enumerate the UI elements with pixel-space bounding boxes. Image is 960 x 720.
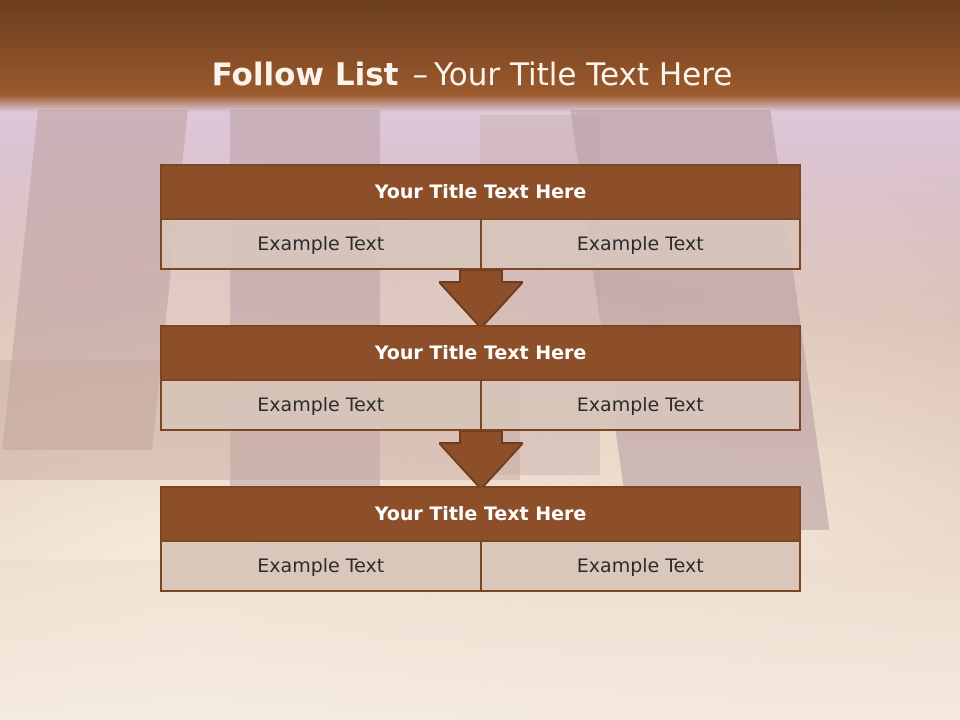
block-title: Your Title Text Here (160, 325, 801, 381)
title-dash: – (412, 57, 428, 93)
list-block-1: Your Title Text Here Example Text Exampl… (160, 164, 801, 270)
block-cell-left: Example Text (160, 220, 482, 270)
down-arrow-icon (439, 431, 523, 489)
block-cell-left: Example Text (160, 542, 482, 592)
block-title: Your Title Text Here (160, 164, 801, 220)
block-cell-right: Example Text (481, 542, 801, 592)
list-block-2: Your Title Text Here Example Text Exampl… (160, 325, 801, 431)
title-bold: Follow List (211, 57, 399, 93)
block-cell-right: Example Text (481, 220, 801, 270)
block-row: Example Text Example Text (160, 542, 801, 592)
slide-title: Follow List–Your Title Text Here (0, 55, 944, 95)
block-cell-right: Example Text (481, 381, 801, 431)
list-block-3: Your Title Text Here Example Text Exampl… (160, 486, 801, 592)
down-arrow-icon (439, 270, 523, 328)
title-rest: Your Title Text Here (433, 57, 733, 93)
block-cell-left: Example Text (160, 381, 482, 431)
block-title: Your Title Text Here (160, 486, 801, 542)
block-row: Example Text Example Text (160, 381, 801, 431)
block-row: Example Text Example Text (160, 220, 801, 270)
title-bar (0, 0, 960, 112)
